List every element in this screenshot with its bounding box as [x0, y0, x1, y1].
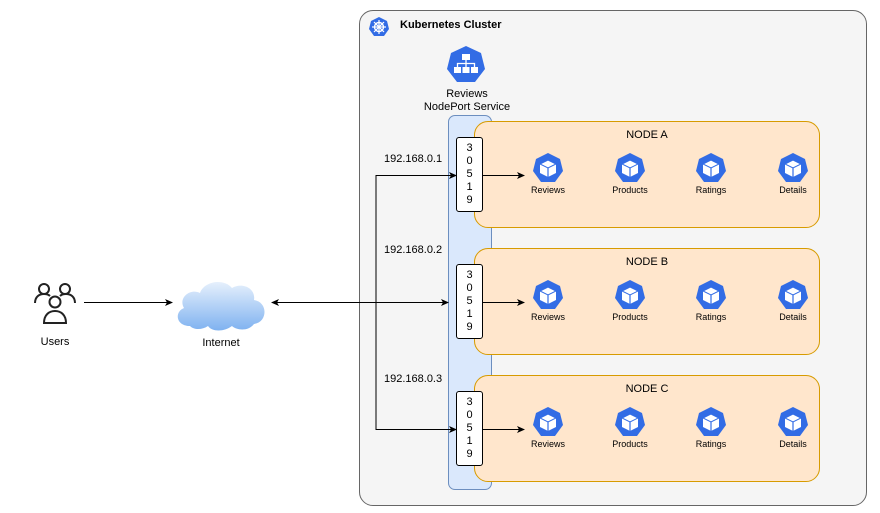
ip-label-node-c: 192.168.0.3	[384, 373, 443, 385]
users-label: Users	[40, 336, 70, 348]
cluster-title: Kubernetes Cluster	[400, 19, 502, 31]
service-label-name: Reviews	[446, 88, 488, 100]
node-title: NODE B	[625, 256, 669, 268]
pod-label: Products	[612, 312, 648, 322]
pod-details: Details	[763, 279, 823, 322]
port-digit: 5	[466, 295, 473, 307]
pod-products: Products	[600, 279, 660, 322]
branch-node-c	[375, 302, 457, 433]
branch-node-a	[375, 172, 457, 303]
pod-label: Details	[779, 439, 807, 449]
port-digit: 3	[466, 269, 473, 281]
ip-label-node-b: 192.168.0.2	[384, 244, 443, 256]
port-digit: 9	[466, 448, 473, 460]
port-digit: 5	[466, 422, 473, 434]
service-label-type: NodePort Service	[423, 101, 511, 113]
pod-ratings: Ratings	[681, 406, 741, 449]
pod-label: Details	[779, 185, 807, 195]
port-digit: 5	[466, 168, 473, 180]
users-icon	[34, 283, 76, 324]
internet-label: Internet	[202, 337, 240, 349]
service-label: Reviews NodePort Service	[400, 88, 534, 114]
port-digit: 1	[466, 308, 473, 320]
pod-label: Products	[612, 185, 648, 195]
pod-ratings: Ratings	[681, 279, 741, 322]
port-digit: 9	[466, 194, 473, 206]
internet-cloud-icon	[177, 281, 265, 331]
pod-label: Reviews	[530, 312, 565, 322]
node-title: NODE C	[625, 383, 669, 395]
pod-label: Ratings	[695, 439, 727, 449]
pod-ratings: Ratings	[681, 152, 741, 195]
pod-products: Products	[600, 406, 660, 449]
pod-reviews: Reviews	[518, 152, 578, 195]
node-c: NODE C Reviews Products Ratings Details	[474, 375, 820, 482]
pod-details: Details	[763, 406, 823, 449]
pod-details: Details	[763, 152, 823, 195]
port-digit: 9	[466, 321, 473, 333]
port-digit: 3	[466, 396, 473, 408]
node-title: NODE A	[626, 129, 668, 141]
ip-label-node-a: 192.168.0.1	[384, 153, 443, 165]
kubernetes-icon	[369, 17, 389, 36]
pod-label: Reviews	[530, 439, 565, 449]
port-digit: 0	[466, 155, 473, 167]
pod-label: Ratings	[695, 185, 727, 195]
port-digit: 3	[466, 142, 473, 154]
pod-label: Details	[779, 312, 807, 322]
pod-products: Products	[600, 152, 660, 195]
port-digit: 1	[466, 181, 473, 193]
port-digit: 1	[466, 435, 473, 447]
pod-reviews: Reviews	[518, 279, 578, 322]
port-digit: 0	[466, 282, 473, 294]
node-a: NODE A Reviews Products Ratings Details	[474, 121, 820, 228]
pod-label: Products	[612, 439, 648, 449]
service-icon	[447, 46, 485, 82]
pod-label: Ratings	[695, 312, 727, 322]
pod-reviews: Reviews	[518, 406, 578, 449]
port-digit: 0	[466, 409, 473, 421]
pod-label: Reviews	[530, 185, 565, 195]
